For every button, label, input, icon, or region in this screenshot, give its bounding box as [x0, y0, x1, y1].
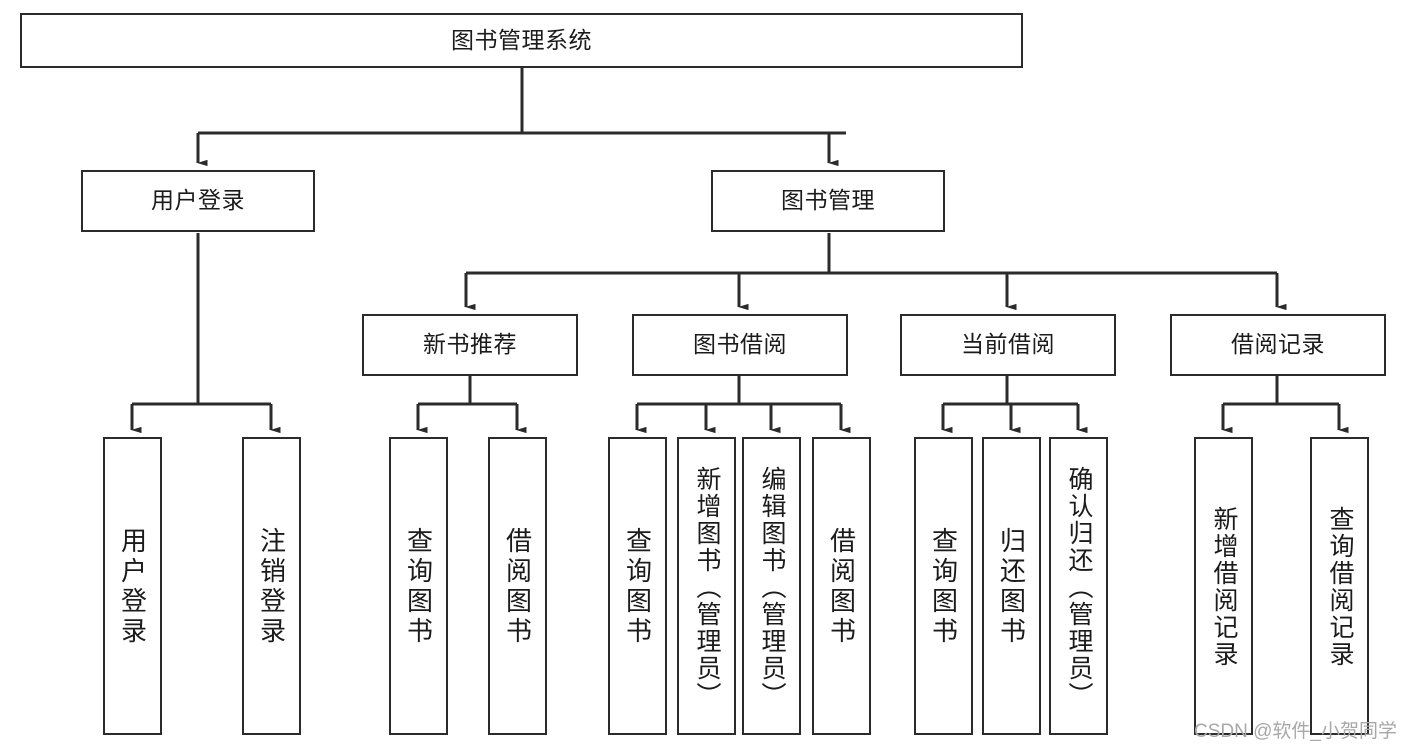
node-label: 新增借阅记录: [1210, 506, 1238, 668]
node-label: 图书管理: [781, 187, 875, 214]
node-label: 查询借阅记录: [1326, 506, 1354, 668]
node-leaf-query-book-1[interactable]: 查询图书: [389, 437, 448, 735]
node-leaf-user-login[interactable]: 用户登录: [103, 437, 162, 735]
node-book-management[interactable]: 图书管理: [711, 170, 945, 232]
node-label: 注销登录: [256, 527, 287, 647]
node-leaf-return-book[interactable]: 归还图书: [982, 437, 1041, 735]
node-book-management-system[interactable]: 图书管理系统: [20, 13, 1023, 68]
node-user-login[interactable]: 用户登录: [81, 170, 315, 232]
node-borrow-record[interactable]: 借阅记录: [1170, 314, 1386, 376]
node-label: 用户登录: [151, 187, 245, 214]
node-leaf-edit-book-admin[interactable]: 编辑图书（管理员）: [742, 437, 801, 735]
node-label: 图书借阅: [693, 331, 787, 358]
node-leaf-query-borrow-record[interactable]: 查询借阅记录: [1310, 437, 1369, 735]
node-leaf-logout-login[interactable]: 注销登录: [242, 437, 301, 735]
node-leaf-add-borrow-record[interactable]: 新增借阅记录: [1194, 437, 1253, 735]
node-book-borrow[interactable]: 图书借阅: [632, 314, 848, 376]
node-leaf-add-book-admin[interactable]: 新增图书（管理员）: [677, 437, 736, 735]
node-label: 编辑图书（管理员）: [758, 465, 786, 709]
node-leaf-query-book-3[interactable]: 查询图书: [914, 437, 973, 735]
node-label: 借阅记录: [1231, 331, 1325, 358]
node-leaf-borrow-book-1[interactable]: 借阅图书: [488, 437, 547, 735]
node-label: 新书推荐: [423, 331, 517, 358]
node-leaf-borrow-book-2[interactable]: 借阅图书: [812, 437, 871, 735]
node-new-book-recommend[interactable]: 新书推荐: [362, 314, 578, 376]
node-label: 查询图书: [622, 527, 653, 647]
node-label: 查询图书: [403, 527, 434, 647]
node-label: 查询图书: [928, 527, 959, 647]
node-label: 新增图书（管理员）: [693, 465, 721, 709]
node-label: 借阅图书: [502, 527, 533, 647]
node-label: 图书管理系统: [451, 26, 592, 53]
node-leaf-query-book-2[interactable]: 查询图书: [608, 437, 667, 735]
node-label: 当前借阅: [961, 331, 1055, 358]
node-current-borrow[interactable]: 当前借阅: [900, 314, 1116, 376]
node-label: 用户登录: [117, 527, 148, 647]
node-label: 借阅图书: [826, 527, 857, 647]
node-label: 确认归还（管理员）: [1065, 465, 1093, 709]
node-label: 归还图书: [996, 527, 1027, 647]
node-leaf-confirm-return-admin[interactable]: 确认归还（管理员）: [1049, 437, 1108, 735]
